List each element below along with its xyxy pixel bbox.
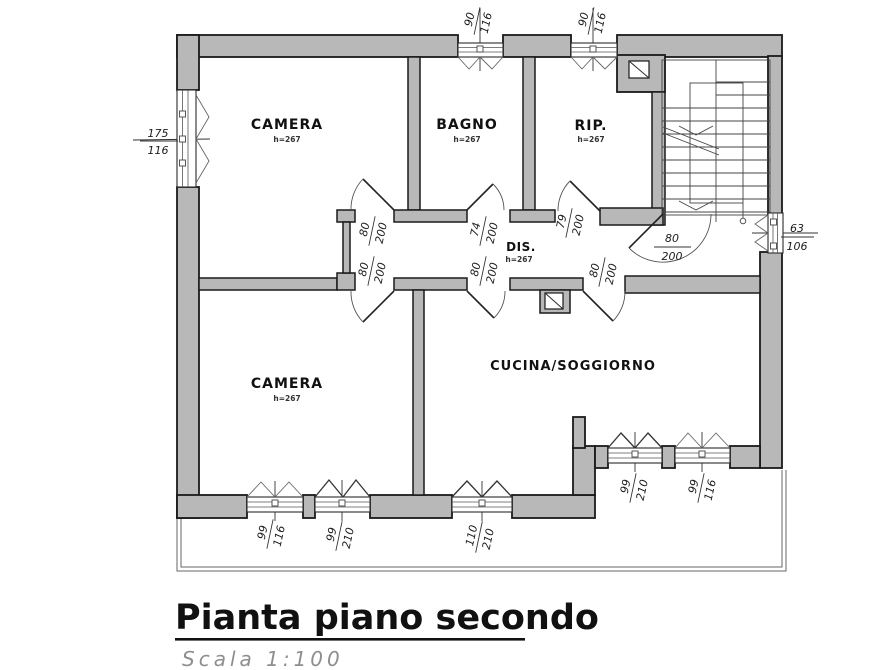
window-top-rip xyxy=(570,8,618,71)
window-bottom-1 xyxy=(246,481,304,521)
stair-railing xyxy=(689,82,744,204)
dim-value: 80 xyxy=(468,261,484,277)
room-label-camera-bottom: CAMERA xyxy=(251,376,323,392)
room-label-cucina: CUCINA/SOGGIORNO xyxy=(490,359,656,374)
stair-treads-left xyxy=(662,107,716,213)
room-height-camera-top: h=267 xyxy=(273,135,300,144)
dim-window-bottom-3: 110 210 xyxy=(463,521,497,553)
room-height-camera-bottom: h=267 xyxy=(273,394,300,403)
title-underline xyxy=(175,638,525,641)
dim-value: 200 xyxy=(603,262,620,285)
dim-value: 200 xyxy=(373,221,390,244)
title-block: Pianta piano secondo Scala 1:100 xyxy=(175,598,599,670)
dim-value: 200 xyxy=(484,221,501,244)
dim-value: 99 xyxy=(618,478,634,494)
terrace-outline xyxy=(176,470,787,572)
dim-value: 106 xyxy=(787,240,808,253)
dim-value: 99 xyxy=(686,478,702,494)
dim-window-top-bagno: 90 116 xyxy=(462,7,495,35)
window-bottom-2 xyxy=(314,478,371,521)
dim-value: 110 xyxy=(463,524,480,547)
dim-window-bottom-2: 99 210 xyxy=(324,521,357,551)
room-labels: CAMERA h=267 BAGNO h=267 RIP. h=267 DIS.… xyxy=(251,117,656,403)
stair-newel xyxy=(739,217,747,225)
dim-value: 80 xyxy=(357,221,373,237)
door-camera-top xyxy=(350,178,395,211)
room-label-rip: RIP. xyxy=(575,118,608,134)
dim-value: 80 xyxy=(356,261,372,277)
dim-value: 63 xyxy=(790,222,804,235)
dim-door-camera-top: 80 200 xyxy=(357,216,390,246)
dim-value: 116 xyxy=(592,11,609,34)
shaft-top-icon xyxy=(628,60,650,79)
dim-value: 79 xyxy=(554,213,570,229)
dim-value: 99 xyxy=(324,526,340,542)
drawing-scale: Scala 1:100 xyxy=(182,647,344,670)
dim-value: 80 xyxy=(665,232,679,245)
dim-value: 200 xyxy=(662,250,683,263)
room-height-bagno: h=267 xyxy=(453,135,480,144)
door-rip xyxy=(557,180,601,212)
stair-arrow-icon xyxy=(678,200,714,211)
room-label-bagno: BAGNO xyxy=(436,117,498,133)
dim-window-top-rip: 90 116 xyxy=(576,7,609,35)
room-height-rip: h=267 xyxy=(577,135,604,144)
dim-door-cucina-west: 80 200 xyxy=(468,256,501,286)
dim-value: 210 xyxy=(634,478,651,501)
dim-value: 116 xyxy=(148,144,169,157)
dim-window-left: 175 116 xyxy=(140,127,178,157)
dim-door-camera-bottom: 80 200 xyxy=(356,256,389,286)
dim-value: 175 xyxy=(148,127,169,140)
dim-door-entrance: 80 200 xyxy=(654,232,691,263)
room-label-dis: DIS. xyxy=(506,240,536,254)
door-cucina-east xyxy=(582,290,626,322)
dim-value: 74 xyxy=(468,221,484,237)
stair-arrow-icon xyxy=(678,125,714,136)
door-bagno xyxy=(466,183,505,211)
dim-door-cucina-east: 80 200 xyxy=(587,257,620,287)
dim-value: 200 xyxy=(570,213,587,236)
dim-value: 210 xyxy=(340,526,357,549)
door-entrance xyxy=(628,213,712,263)
dim-value: 80 xyxy=(587,262,603,278)
dim-window-right: 63 106 xyxy=(781,222,814,253)
dim-window-kitchen-1: 99 210 xyxy=(618,473,651,503)
dim-value: 90 xyxy=(462,11,478,27)
shaft-kitchen-icon xyxy=(544,292,564,310)
door-cucina-west xyxy=(466,290,506,319)
dim-value: 200 xyxy=(372,261,389,284)
dimension-labels: 90 116 90 116 80 200 74 200 79 200 80 20… xyxy=(140,7,814,553)
window-top-bagno xyxy=(457,8,504,71)
window-left-camera xyxy=(132,89,211,188)
dim-value: 99 xyxy=(255,524,271,540)
dim-window-bottom-1: 99 116 xyxy=(255,519,288,549)
window-kitchen-2 xyxy=(674,432,731,472)
window-bottom-3 xyxy=(451,480,513,521)
dim-door-bagno: 74 200 xyxy=(468,216,501,246)
dim-door-rip: 79 200 xyxy=(554,208,587,238)
dim-value: 116 xyxy=(702,478,719,501)
dim-value: 90 xyxy=(576,11,592,27)
dim-value: 116 xyxy=(271,524,288,547)
window-kitchen-1 xyxy=(607,432,663,472)
dim-value: 116 xyxy=(478,11,495,34)
dim-value: 210 xyxy=(480,527,497,550)
dim-window-kitchen-2: 99 116 xyxy=(686,473,719,503)
drawing-title: Pianta piano secondo xyxy=(175,598,599,638)
staircase xyxy=(661,59,771,225)
dim-value: 200 xyxy=(484,261,501,284)
window-right-stair xyxy=(752,212,818,254)
room-label-camera-top: CAMERA xyxy=(251,117,323,133)
room-height-dis: h=267 xyxy=(505,255,532,264)
door-camera-bottom xyxy=(350,290,395,323)
